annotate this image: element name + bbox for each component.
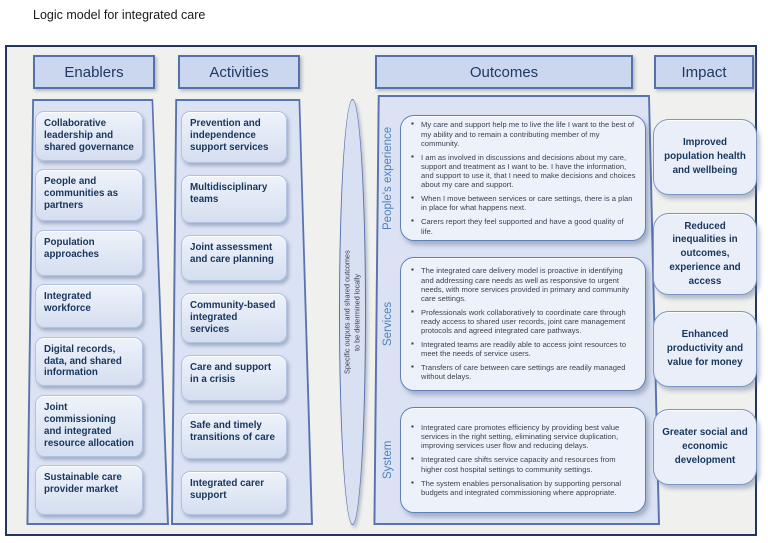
column-header-enablers: Enablers [33, 55, 155, 89]
impact-item: Greater social and economic development [653, 409, 757, 485]
outcome-bullet-list: Integrated care promotes efficiency by p… [409, 414, 637, 506]
outcome-bullet: Integrated teams are readily able to acc… [409, 339, 637, 358]
activity-item: Multidisciplinary teams [181, 175, 287, 224]
outcome-bullet: Professionals work collaboratively to co… [409, 307, 637, 335]
outcome-bullet: My care and support help me to live the … [409, 119, 637, 147]
outcome-section-box: My care and support help me to live the … [400, 115, 646, 241]
outcome-bullet: Integrated care shifts service capacity … [409, 454, 637, 473]
outcome-bullet: The system enables personalisation by su… [409, 478, 637, 497]
diagram-title: Logic model for integrated care [33, 8, 206, 22]
enabler-item: Population approaches [35, 229, 143, 276]
diagram-frame: Enablers Activities Outcomes Impact Coll… [5, 45, 757, 536]
activity-item: Integrated carer support [181, 471, 287, 515]
activity-item: Prevention and independence support serv… [181, 111, 287, 163]
outcome-section-label: People's experience [382, 126, 394, 230]
column-header-activities: Activities [178, 55, 300, 89]
outputs-ribbon: Specific outputs and shared outcomes to … [339, 99, 366, 525]
outcome-bullet: The integrated care delivery model is pr… [409, 265, 637, 302]
enabler-item: Joint commissioning and integrated resou… [35, 394, 143, 457]
outcome-bullet-list: My care and support help me to live the … [409, 119, 637, 235]
enabler-item: Integrated workforce [35, 284, 143, 329]
ribbon-line-2: to be determined locally [352, 273, 362, 351]
enabler-item: People and communities as partners [35, 169, 143, 222]
outcome-section-services: Services The integrated care delivery mo… [376, 257, 646, 391]
outcomes-sections: People's experience My care and support … [372, 95, 660, 525]
outcome-section-peoples-experience: People's experience My care and support … [376, 115, 646, 241]
enabler-item: Collaborative leadership and shared gove… [35, 111, 143, 161]
outcome-section-system: System Integrated care promotes efficien… [376, 407, 646, 513]
outcome-bullet: Integrated care promotes efficiency by p… [409, 422, 637, 450]
enablers-list: Collaborative leadership and shared gove… [25, 99, 169, 525]
outcome-section-box: The integrated care delivery model is pr… [400, 257, 646, 391]
outcome-section-label: System [382, 440, 394, 480]
activity-item: Joint assessment and care planning [181, 235, 287, 282]
impact-item: Reduced inequalities in outcomes, experi… [653, 213, 757, 295]
outcome-bullet: When I move between services or care set… [409, 193, 637, 212]
enabler-item: Digital records, data, and shared inform… [35, 336, 143, 387]
activity-item: Community-based integrated services [181, 293, 287, 343]
impact-item: Enhanced productivity and value for mone… [653, 311, 757, 387]
outcome-section-box: Integrated care promotes efficiency by p… [400, 407, 646, 513]
outcome-bullet-list: The integrated care delivery model is pr… [409, 264, 637, 384]
outcome-bullet: Transfers of care between care settings … [409, 362, 637, 381]
enabler-item: Sustainable care provider market [35, 465, 143, 515]
outcomes-panel: People's experience My care and support … [372, 95, 660, 525]
activity-item: Care and support in a crisis [181, 354, 287, 401]
outcome-bullet: I am as involved in discussions and deci… [409, 152, 637, 189]
activity-item: Safe and timely transitions of care [181, 412, 287, 459]
impact-item: Improved population health and wellbeing [653, 119, 757, 195]
column-header-outcomes: Outcomes [375, 55, 633, 89]
outcome-bullet: Carers report they feel supported and ha… [409, 216, 637, 235]
outputs-ribbon-text: Specific outputs and shared outcomes to … [340, 100, 365, 524]
outcome-section-label: Services [382, 301, 394, 347]
activities-list: Prevention and independence support serv… [171, 99, 313, 525]
enablers-panel: Collaborative leadership and shared gove… [25, 99, 169, 525]
ribbon-line-1: Specific outputs and shared outcomes [342, 250, 352, 374]
activities-panel: Prevention and independence support serv… [171, 99, 313, 525]
column-header-impact: Impact [654, 55, 754, 89]
